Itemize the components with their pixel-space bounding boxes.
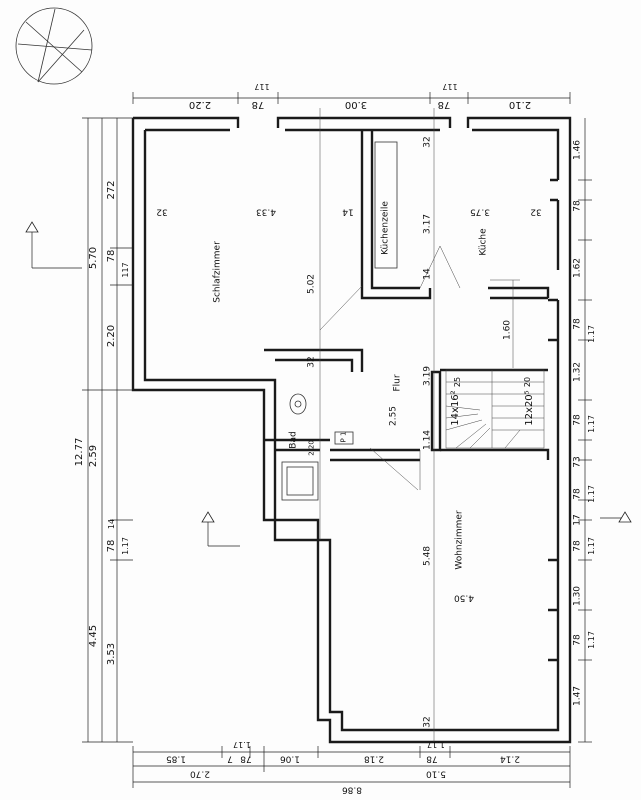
dim-right-130: 1.30	[572, 585, 583, 607]
dim-right-117a: 1.17	[587, 325, 596, 343]
dim-bot-117b: 1.17	[427, 740, 445, 749]
room-label-schlafzimmer: Schlafzimmer	[212, 241, 223, 303]
dim-in-32e: 32	[422, 716, 433, 728]
dim-right-117b: 1.17	[587, 415, 596, 433]
dim-right-78b: 78	[572, 318, 583, 330]
dim-left-1277: 12.77	[74, 437, 85, 467]
staircase	[445, 369, 545, 449]
dim-bot-106: 1.06	[279, 753, 301, 764]
dim-in-255: 2.55	[388, 405, 399, 427]
fixture-tag: P 1	[339, 431, 348, 443]
bath-dim-label: 2.20	[307, 440, 316, 456]
dim-left-445: 4.45	[88, 624, 99, 648]
dim-left-259: 2.59	[88, 444, 99, 468]
dim-left-570: 5.70	[88, 246, 99, 270]
dim-top-300: 3.00	[344, 99, 368, 110]
dim-in-14b: 14	[422, 268, 433, 280]
dim-in-548: 5.48	[422, 545, 433, 567]
dim-in-32d: 32	[306, 356, 317, 368]
room-label-flur: Flur	[392, 374, 403, 392]
room-label-kueche: Küche	[478, 228, 489, 256]
section-marker-right	[600, 511, 632, 523]
dim-right-146: 1.46	[572, 139, 583, 161]
room-label-bad: Bad	[288, 431, 299, 449]
stair-tread-b: 20	[523, 376, 532, 388]
dim-right-162: 1.62	[572, 257, 583, 279]
dim-in-375: 3.75	[469, 206, 491, 217]
dim-left-14: 14	[107, 518, 116, 530]
dim-in-32c: 32	[422, 136, 433, 148]
dim-bot-7: 7	[227, 753, 233, 764]
dim-right-78e: 78	[572, 540, 583, 552]
room-label-kuechenzeile: Küchenzeile	[380, 201, 391, 255]
dim-right-147: 1.47	[572, 685, 583, 707]
dim-bot-185: 1.85	[165, 753, 187, 764]
dim-in-160: 1.60	[502, 319, 513, 341]
dim-bot-510: 5.10	[425, 768, 447, 779]
dim-bot-218: 2.18	[363, 753, 385, 764]
dim-right-132: 1.32	[572, 361, 583, 383]
compass-icon	[15, 7, 93, 85]
dim-right-78c: 78	[572, 414, 583, 426]
interior-walls	[264, 130, 550, 462]
dim-in-450: 4.50	[453, 592, 475, 603]
dim-left-117a: 117	[121, 262, 130, 278]
dim-left-117b: 1.17	[121, 537, 130, 555]
axis-lines	[319, 108, 520, 742]
dim-left-78a: 78	[106, 249, 117, 263]
room-label-wohnzimmer: Wohnzimmer	[454, 510, 465, 570]
dim-top-210: 2.10	[508, 99, 532, 110]
dim-right-117d: 1.17	[587, 537, 596, 555]
dim-right-17: 17	[572, 514, 583, 526]
bath-fixtures	[281, 393, 354, 501]
dim-bot-78a: 78	[240, 753, 252, 764]
dim-top-117a: 117	[254, 82, 270, 91]
stair-label-right: 12x20⁵	[524, 390, 535, 426]
dim-top-117b: 117	[442, 82, 458, 91]
kitchen-counter	[374, 141, 398, 269]
dim-right-78f: 78	[572, 634, 583, 646]
section-marker-middle	[201, 511, 240, 547]
dim-left-272: 272	[106, 180, 117, 200]
dim-in-319: 3.19	[422, 365, 433, 387]
dim-in-317: 3.17	[422, 213, 433, 235]
dim-in-114: 1.14	[422, 429, 433, 451]
dim-in-32a: 32	[156, 206, 168, 217]
dim-left-78b: 78	[106, 539, 117, 553]
dim-left-220: 2.20	[106, 324, 117, 348]
exterior-walls	[131, 116, 572, 744]
dim-right-117e: 1.17	[587, 631, 596, 649]
dim-in-32b: 32	[530, 206, 542, 217]
dim-top-78b: 78	[437, 99, 451, 110]
dim-right-78d: 78	[572, 488, 583, 500]
dim-bot-886: 8.86	[341, 784, 363, 795]
section-marker-left	[25, 221, 82, 269]
dim-top-220: 2.20	[188, 99, 212, 110]
dim-in-502: 5.02	[306, 273, 317, 295]
dim-right-73: 73	[572, 456, 583, 468]
door-swings	[319, 245, 461, 491]
dim-right-117c: 1.17	[587, 485, 596, 503]
dim-bot-117: 1.17	[233, 740, 251, 749]
dim-top-78a: 78	[251, 99, 265, 110]
dim-bot-78b: 78	[426, 753, 438, 764]
dim-in-14a: 14	[342, 206, 354, 217]
dim-bot-270: 2.70	[189, 768, 211, 779]
dim-left-353: 3.53	[106, 642, 117, 666]
stair-label-left: 14x16²	[450, 390, 461, 426]
dimension-lines	[82, 92, 592, 788]
dim-bot-214: 2.14	[499, 753, 521, 764]
dim-right-78a: 78	[572, 200, 583, 212]
stair-tread-a: 25	[453, 376, 462, 388]
dim-in-433: 4.33	[255, 206, 277, 217]
